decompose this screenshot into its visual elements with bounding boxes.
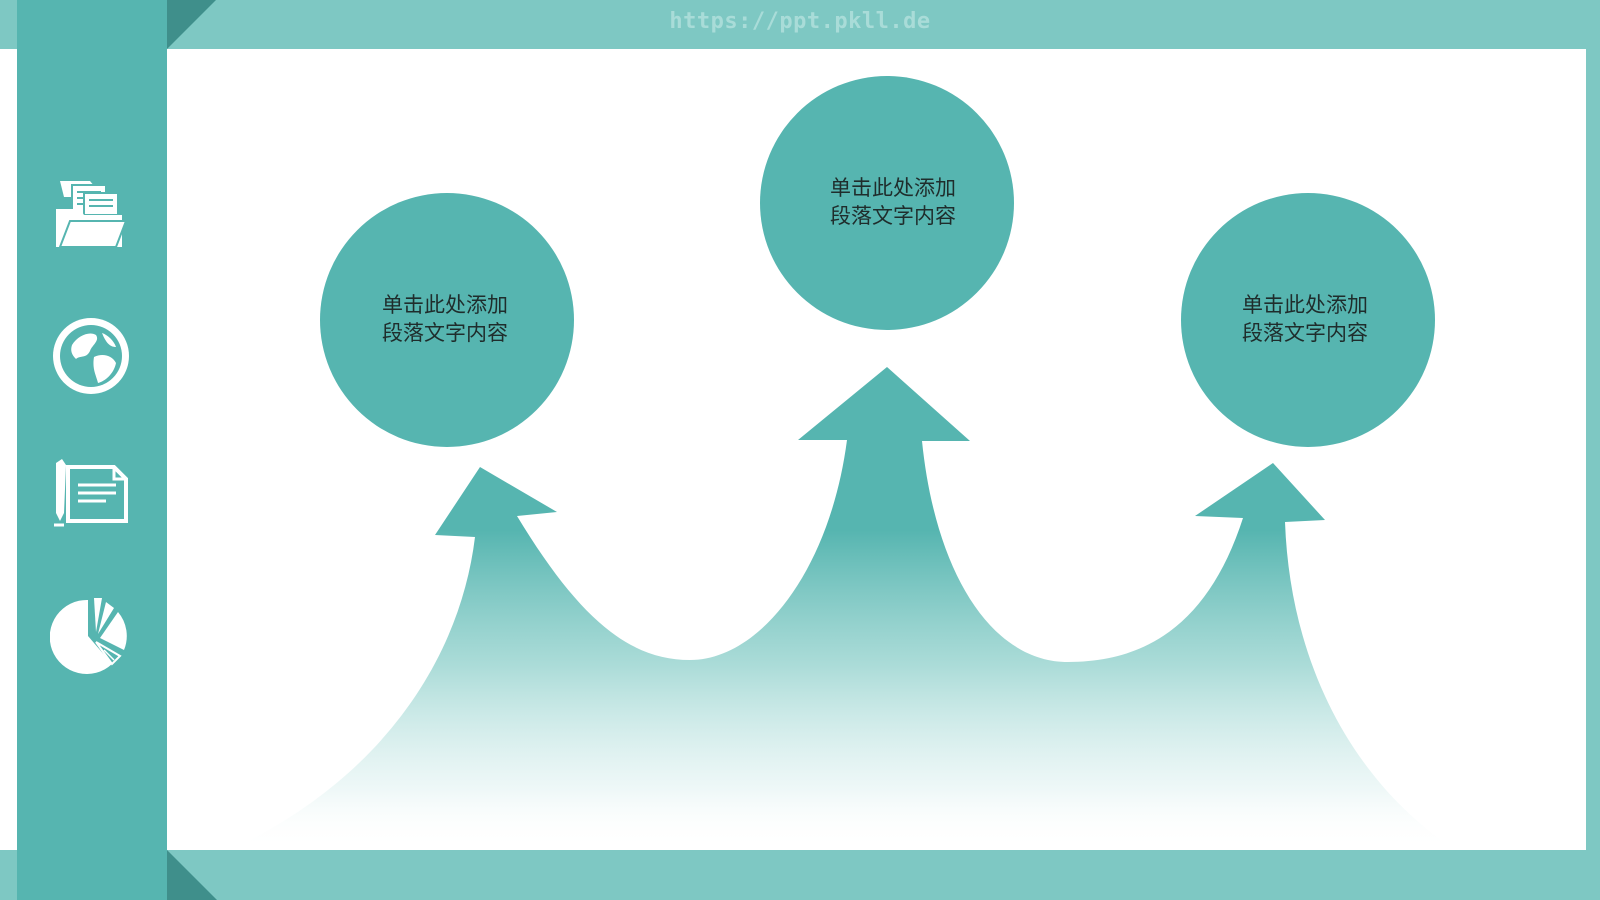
top-band xyxy=(0,0,1600,49)
node-circle-center xyxy=(760,76,1014,330)
sidebar xyxy=(17,0,167,900)
node-label-right[interactable]: 单击此处添加 段落文字内容 xyxy=(1205,291,1405,347)
fold-corner-top xyxy=(167,0,216,49)
three-headed-arrow-shape xyxy=(230,367,1455,850)
folder-documents-icon[interactable] xyxy=(50,175,132,257)
fold-corner-bottom xyxy=(167,850,217,900)
node-circle-left xyxy=(320,193,574,447)
watermark-text: https://ppt.pkll.de xyxy=(669,9,931,34)
document-pen-icon[interactable] xyxy=(50,455,132,537)
bottom-band xyxy=(0,850,1600,900)
node-label-line2: 段落文字内容 xyxy=(382,321,508,345)
node-label-line2: 段落文字内容 xyxy=(1242,321,1368,345)
node-label-line2: 段落文字内容 xyxy=(830,204,956,228)
node-label-line1: 单击此处添加 xyxy=(382,293,508,317)
node-label-left[interactable]: 单击此处添加 段落文字内容 xyxy=(345,291,545,347)
node-label-line1: 单击此处添加 xyxy=(830,176,956,200)
pie-chart-icon[interactable] xyxy=(50,592,132,674)
globe-icon[interactable] xyxy=(50,315,132,397)
node-circle-right xyxy=(1181,193,1435,447)
node-label-line1: 单击此处添加 xyxy=(1242,293,1368,317)
node-label-center[interactable]: 单击此处添加 段落文字内容 xyxy=(793,174,993,230)
